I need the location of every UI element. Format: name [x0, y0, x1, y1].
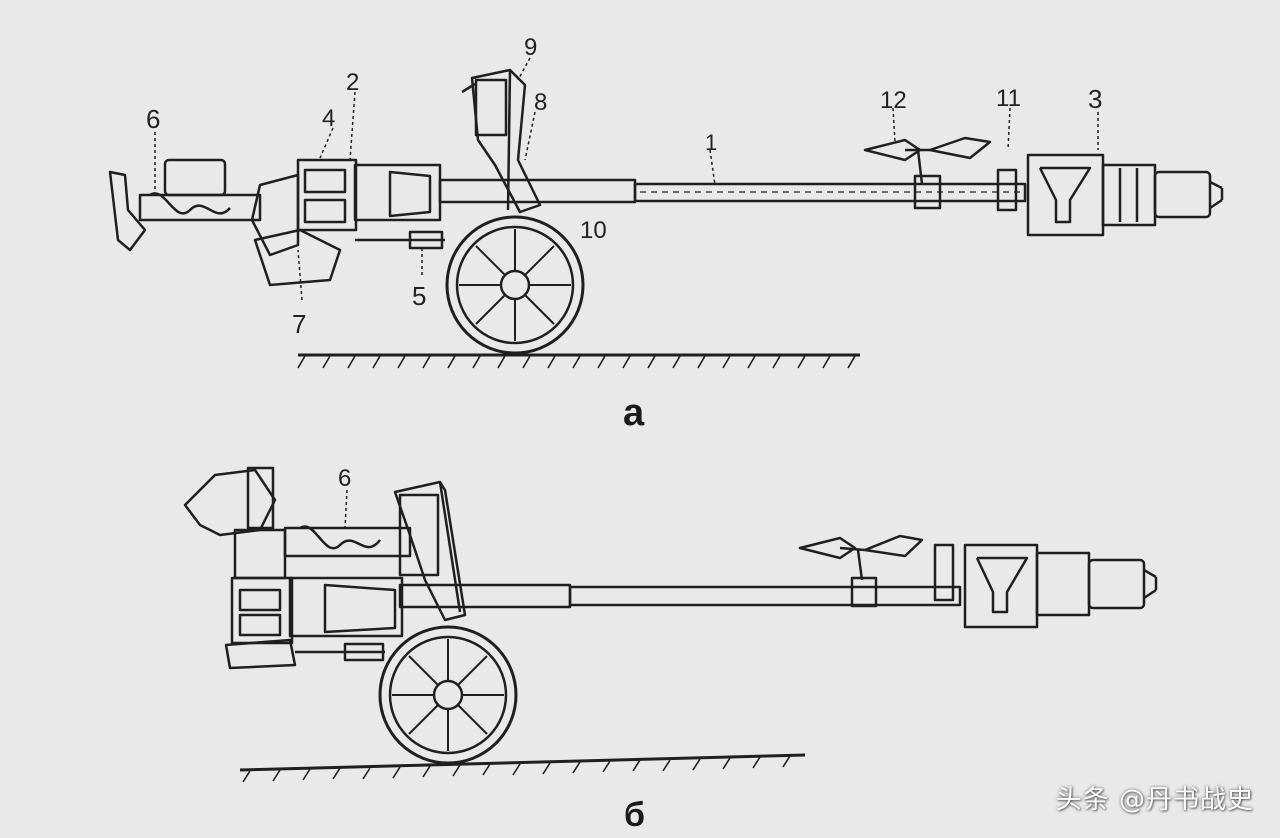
- leader-lines-a: [154, 57, 1099, 301]
- trail-a: [108, 158, 262, 252]
- part-label-8: 8: [534, 89, 547, 116]
- view-a-drawing: 6 4 2 5 7 9 8 10 1 12 11 3: [108, 34, 1224, 369]
- part-label-5: 5: [412, 281, 426, 311]
- view-b-drawing: 6: [183, 465, 1158, 783]
- wheel-b: [378, 625, 518, 765]
- trail-b: [183, 466, 412, 580]
- part-label-12: 12: [880, 87, 907, 114]
- part-label-7: 7: [292, 309, 306, 339]
- muzzle-brake-a: [1026, 153, 1224, 237]
- watermark-text: 头条 @丹书战史: [1055, 785, 1254, 815]
- part-label-10: 10: [580, 217, 607, 244]
- ground-hatch-a: [297, 355, 856, 369]
- leader-line-b6: [344, 489, 348, 529]
- part-label-3: 3: [1088, 84, 1102, 114]
- breech-assembly-a: [250, 158, 445, 287]
- barrel-a: [438, 168, 1027, 212]
- ground-hatch-b: [242, 755, 791, 783]
- part-label-11: 11: [996, 85, 1021, 112]
- part-label-1: 1: [705, 130, 717, 155]
- part-label-b-6: 6: [338, 465, 351, 492]
- barrel-b: [398, 543, 962, 609]
- upright-frame-a: [461, 68, 542, 214]
- part-label-6: 6: [146, 104, 160, 134]
- view-b-caption: б: [624, 796, 645, 834]
- upright-frame-b: [393, 480, 467, 622]
- view-a-caption: a: [623, 392, 645, 434]
- handle-bracket-b: [798, 534, 924, 581]
- wheel-a: [445, 215, 585, 355]
- breech-assembly-b: [224, 576, 404, 670]
- part-label-2: 2: [346, 69, 359, 96]
- part-label-9: 9: [524, 34, 537, 61]
- handle-bracket-a: [863, 136, 992, 185]
- muzzle-brake-b: [963, 543, 1158, 629]
- ground-line-b: [239, 753, 806, 772]
- part-label-4: 4: [322, 105, 335, 132]
